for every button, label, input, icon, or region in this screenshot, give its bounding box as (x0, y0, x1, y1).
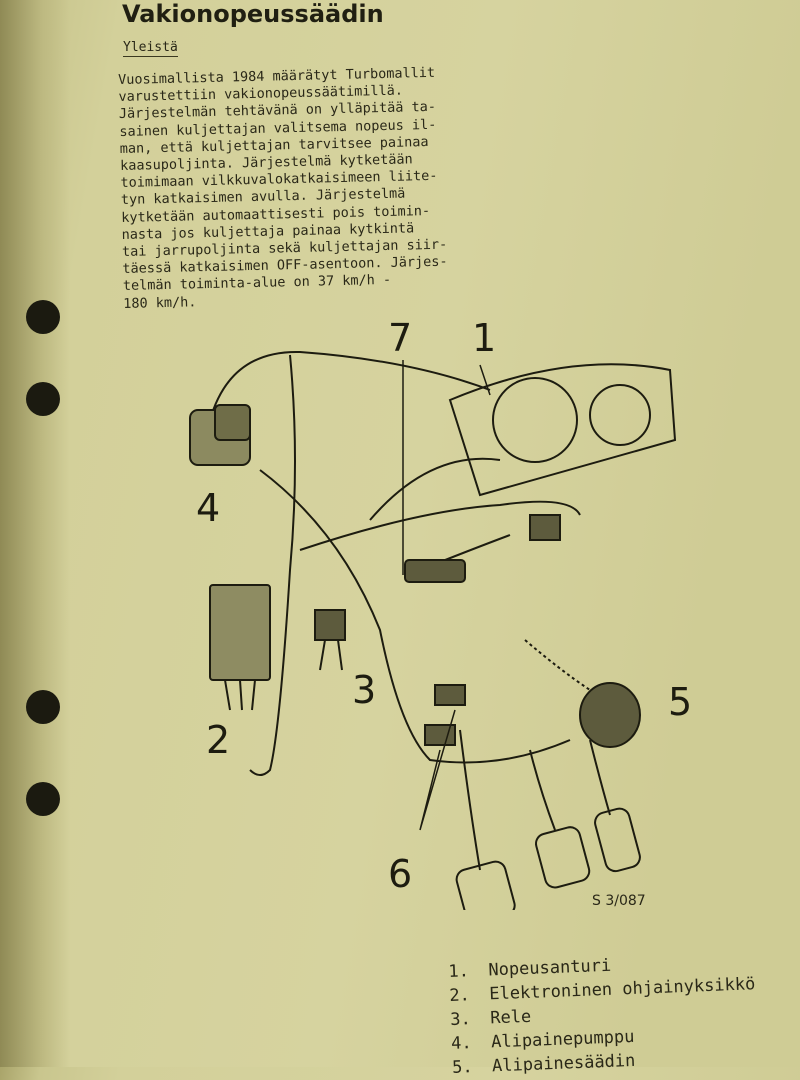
binder-hole (26, 382, 60, 416)
cable (259, 469, 571, 764)
cable (249, 354, 296, 776)
binder-hole (26, 300, 60, 334)
legend-number: 5. (451, 1057, 473, 1078)
cruise-control-diagram (189, 350, 677, 910)
electronic-control-unit (209, 584, 271, 681)
brake-switch (434, 684, 466, 706)
legend-number: 1. (448, 961, 470, 982)
cable (299, 500, 581, 551)
cable (209, 350, 491, 421)
legend-number: 4. (450, 1033, 473, 1054)
legend-label: Rele (489, 1006, 532, 1029)
binder-hole (26, 782, 60, 816)
callout-2: 2 (206, 718, 231, 762)
pedal (455, 860, 516, 910)
cruise-switch (404, 559, 466, 583)
pedal (594, 807, 641, 873)
page-edge-shadow (0, 0, 70, 1067)
page-title: Vakionopeussäädin (122, 0, 384, 28)
clutch-switch (424, 724, 456, 746)
pedal (535, 826, 591, 889)
speedometer (492, 377, 578, 463)
legend-number: 2. (448, 985, 471, 1006)
legend-label: Alipainepumppu (490, 1026, 635, 1053)
callout-3: 3 (352, 668, 377, 712)
binder-hole (26, 690, 60, 724)
dashboard-outline (448, 363, 677, 497)
body-paragraph: Vuosimallista 1984 määrätyt Turbomallit … (118, 64, 448, 312)
gauge (589, 384, 651, 446)
cable (524, 639, 591, 691)
relay (314, 609, 346, 641)
figure-code: S 3/087 (592, 893, 646, 909)
callout-1: 1 (472, 316, 497, 360)
legend-label: Alipainesäädin (491, 1050, 636, 1077)
callout-5: 5 (668, 680, 693, 724)
connector (529, 514, 561, 541)
legend-number: 3. (449, 1009, 472, 1030)
vacuum-regulator (579, 682, 641, 748)
legend-label: Nopeusanturi (488, 955, 612, 981)
callout-6: 6 (388, 852, 413, 896)
parts-legend: 1.Nopeusanturi 2.Elektroninen ohjainyksi… (448, 948, 758, 1080)
callout-7: 7 (388, 316, 413, 360)
callout-4: 4 (196, 486, 221, 530)
section-heading: Yleistä (123, 40, 178, 57)
